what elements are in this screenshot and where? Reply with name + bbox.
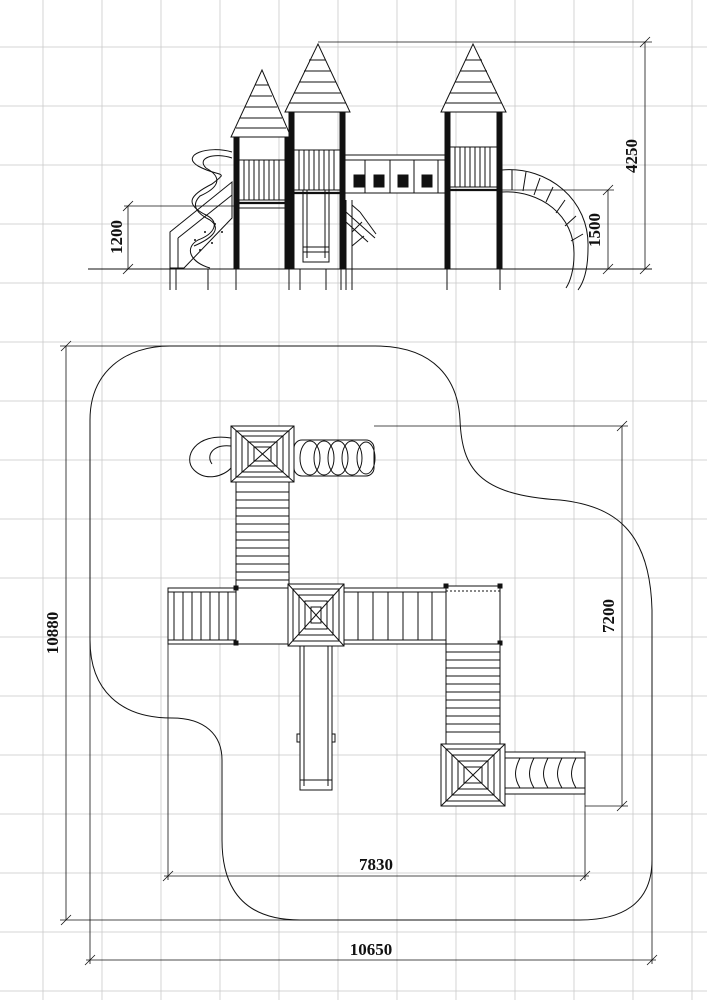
elevation-view: 4250 1500 1200 xyxy=(88,36,652,291)
ladder-lower xyxy=(445,643,501,745)
tube-slide-top xyxy=(189,436,232,478)
dim-1500 xyxy=(500,184,614,275)
left-tower xyxy=(230,68,292,270)
arch-ladder xyxy=(501,169,589,291)
middle-tower xyxy=(284,42,351,270)
spiral-tube xyxy=(189,149,233,269)
dim-equipment-width-label: 7830 xyxy=(359,855,393,874)
dim-7200 xyxy=(374,420,628,812)
left-platform xyxy=(235,587,289,645)
climbing-ladder xyxy=(345,200,377,290)
dim-stair-height-label: 1200 xyxy=(107,220,126,254)
dim-4250 xyxy=(318,36,652,275)
crawl-tunnel xyxy=(293,439,376,477)
right-platform xyxy=(443,583,503,646)
dim-zone-width-label: 10650 xyxy=(350,940,393,959)
roof-upper-left xyxy=(230,425,295,483)
left-stair-plan xyxy=(167,587,237,645)
slide-plan xyxy=(296,645,336,791)
dim-total-height-label: 4250 xyxy=(622,139,641,173)
dim-1200 xyxy=(122,200,234,275)
dim-zone-depth-label: 10880 xyxy=(43,612,62,655)
bridge xyxy=(344,154,446,194)
arch-ladder-plan xyxy=(504,751,586,795)
left-stair xyxy=(169,180,233,290)
dim-10880 xyxy=(60,340,300,926)
dim-equipment-depth-label: 7200 xyxy=(599,599,618,633)
roof-lower-right xyxy=(440,743,506,807)
roof-center xyxy=(287,583,345,647)
right-tower xyxy=(440,42,507,270)
safety-zone-outline xyxy=(89,345,653,921)
plan-view: 10880 10650 7830 7200 xyxy=(43,340,658,966)
bridge-plan xyxy=(343,587,447,645)
post-footings xyxy=(207,269,501,290)
dim-7830 xyxy=(162,644,591,882)
dim-10650 xyxy=(84,640,658,966)
ladder-upper xyxy=(235,481,290,589)
dim-platform-height-label: 1500 xyxy=(585,213,604,247)
